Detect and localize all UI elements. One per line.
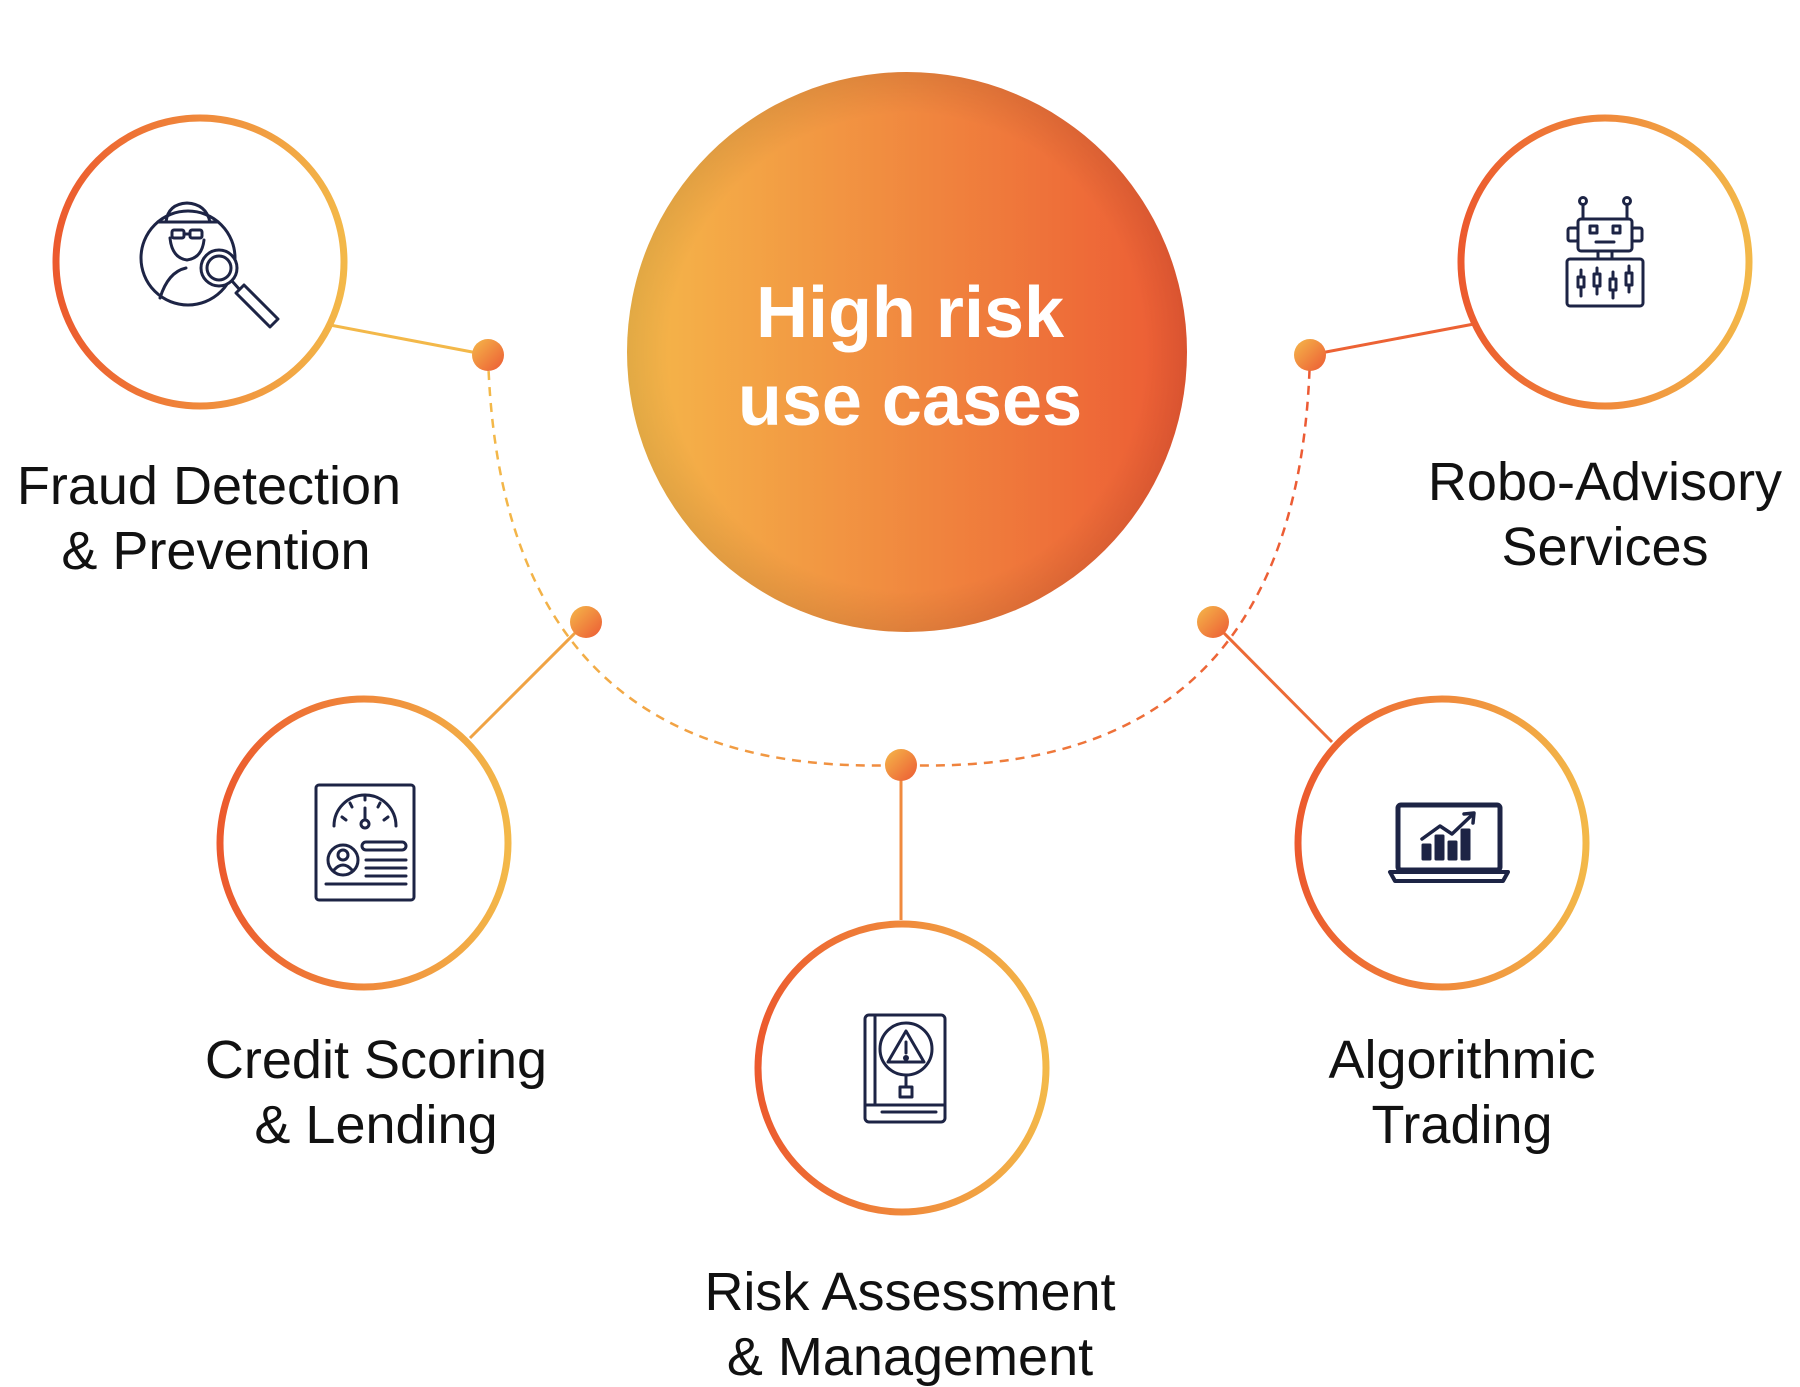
node-label-line1: Robo-Advisory (1428, 452, 1782, 512)
node-algorithmic-trading: Algorithmic Trading (1294, 695, 1596, 1155)
node-label-line1: Credit Scoring (205, 1030, 547, 1090)
node-label-line1: Fraud Detection (17, 456, 401, 516)
center-circle: High risk use cases (627, 72, 1187, 632)
center-title-line2: use cases (738, 361, 1082, 441)
risk-warning-book-icon (863, 1013, 947, 1124)
node-risk-assessment: Risk Assessment & Management (704, 920, 1116, 1387)
node-credit-scoring: Credit Scoring & Lending (205, 695, 547, 1155)
connector-credit (468, 620, 588, 740)
node-ring (52, 114, 348, 410)
node-label-line2: Services (1501, 517, 1708, 577)
node-label-line1: Algorithmic (1328, 1030, 1595, 1090)
connector-robo (1309, 322, 1475, 357)
node-label-line1: Risk Assessment (704, 1262, 1115, 1322)
junction-dot-credit (570, 606, 602, 638)
connector-fraud (329, 323, 489, 357)
junction-dot-robo (1294, 339, 1326, 371)
credit-score-report-icon (314, 783, 416, 902)
center-title-line1: High risk (756, 273, 1065, 353)
node-ring (1457, 114, 1753, 410)
node-label-line2: & Lending (254, 1095, 497, 1155)
robot-advisor-icon (1565, 196, 1645, 308)
junction-dot-risk (885, 749, 917, 781)
node-fraud-detection: Fraud Detection & Prevention (17, 114, 401, 581)
junction-dot-algo (1197, 606, 1229, 638)
laptop-chart-icon (1388, 802, 1510, 883)
junction-dot-fraud (472, 339, 504, 371)
node-ring (754, 920, 1050, 1216)
node-label-line2: & Management (727, 1327, 1093, 1387)
detective-magnifier-icon (139, 201, 280, 329)
node-label-line2: & Prevention (61, 521, 370, 581)
node-robo-advisory: Robo-Advisory Services (1428, 114, 1782, 577)
node-label-line2: Trading (1371, 1095, 1552, 1155)
connector-algo (1211, 620, 1334, 744)
